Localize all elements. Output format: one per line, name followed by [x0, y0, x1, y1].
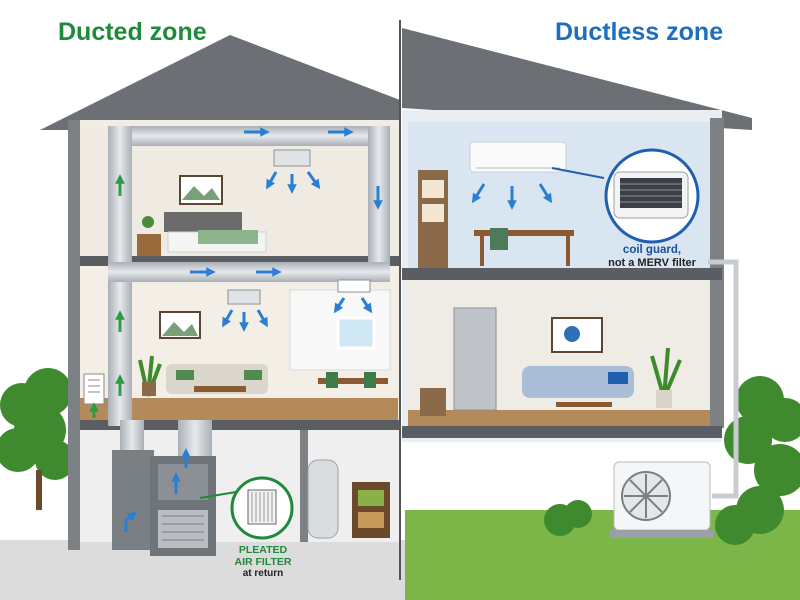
mini-split-head — [469, 141, 567, 173]
desk-chair — [490, 228, 508, 250]
bed-blanket — [198, 230, 258, 244]
living-floor-right — [408, 410, 710, 426]
refrigerant-line — [708, 259, 739, 499]
coil-guard-line2: not a MERV filter — [608, 257, 696, 270]
roof-left — [40, 35, 400, 130]
nightstand — [137, 234, 161, 256]
sofa-right — [522, 366, 634, 398]
dining-table — [318, 378, 388, 384]
kitchen-window — [336, 316, 376, 350]
coil-guard-caption: coil guard, not a MERV filter — [588, 244, 716, 270]
furnace — [112, 450, 154, 550]
airflow-arrows-ductless — [471, 183, 553, 210]
door — [453, 307, 497, 411]
coffee-table — [194, 386, 246, 392]
filter-caption: PLEATED AIR FILTER at return — [218, 544, 308, 580]
bed-headboard — [164, 212, 242, 232]
return-arrows — [89, 174, 125, 418]
water-heater — [307, 459, 339, 539]
airflow-arrows-ducted — [124, 127, 383, 532]
supply-register-kitchen — [337, 279, 371, 293]
pleated-filter-icon — [247, 489, 277, 525]
filter-line3: at return — [242, 568, 284, 580]
desk — [474, 230, 574, 236]
supply-register-bedroom — [273, 149, 311, 167]
floor-slab-lower — [80, 420, 400, 430]
ductless-zone-title: Ductless zone — [555, 18, 724, 46]
filter-line2: AIR FILTER — [234, 556, 292, 569]
floor-slab-right — [402, 268, 722, 280]
living-floor — [80, 398, 398, 420]
coil-guard-line1: coil guard, — [622, 244, 682, 256]
bushes-left — [0, 368, 75, 510]
roof-right — [402, 28, 752, 130]
filter-line1: PLEATED — [238, 544, 288, 556]
return-grille — [83, 373, 105, 405]
ducted-zone-title: Ducted zone — [58, 18, 207, 46]
supply-register-living — [227, 289, 261, 305]
coffee-table-right — [556, 402, 612, 407]
ductwork — [108, 126, 390, 460]
wall-left — [68, 120, 80, 550]
floor-slab-upper — [80, 256, 400, 266]
